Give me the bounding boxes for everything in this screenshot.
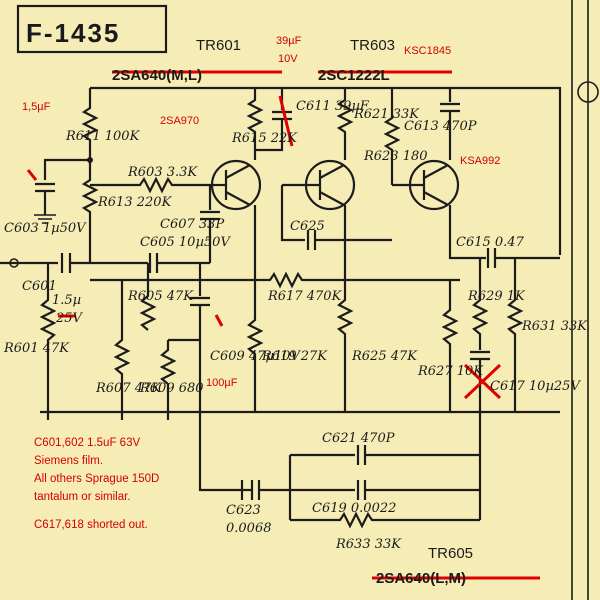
- r609-label: R609 680: [139, 381, 204, 396]
- c609-strike-line: [214, 314, 224, 327]
- tr605-original-part: 2SA640(L,M): [376, 570, 466, 587]
- c615-label: C615 0.47: [456, 235, 525, 250]
- c607-label: C607 33P: [160, 217, 224, 232]
- r617-label: R617 470K: [267, 289, 343, 304]
- tr605-emitter: [423, 191, 449, 206]
- note-spacer: [34, 506, 244, 516]
- c625-wire: [280, 185, 305, 242]
- c603-strike-line: [26, 169, 38, 181]
- r619-label: R619 27K: [261, 349, 328, 364]
- note-line-1: C601,602 1.5uF 63V: [34, 437, 141, 449]
- r611-label: R611 100K: [65, 129, 141, 144]
- r603-label: R603 3.3K: [127, 165, 198, 180]
- c613-label: C613 470P: [404, 119, 477, 134]
- r629-resistor: [471, 258, 489, 350]
- tr603-ref: TR603: [350, 37, 395, 54]
- note-line-4: tantalum or similar.: [34, 491, 131, 503]
- tr601-original-part: 2SA640(M,L): [112, 67, 202, 84]
- r625-label: R625 47K: [351, 349, 418, 364]
- r615-resistor: [246, 88, 264, 160]
- annotation-1-5uf: 1,5µF: [22, 101, 51, 113]
- c605-label: C605 10µ50V: [140, 235, 231, 250]
- c619-label: C619 0.0022: [312, 501, 396, 516]
- c611-wire-2: [255, 119, 284, 152]
- tr603-emitter: [319, 191, 345, 206]
- title-box: [16, 4, 168, 54]
- tr605-collector: [423, 164, 449, 179]
- tr601-emitter: [225, 191, 251, 206]
- r605-label: R605 47K: [127, 289, 194, 304]
- r601-label: R601 47K: [3, 341, 70, 356]
- top-rail-wire: [90, 86, 562, 255]
- input-terminal: [9, 258, 19, 268]
- output-terminal: [577, 81, 599, 103]
- c609-wire-2: [198, 305, 242, 492]
- tr603-substitute-2: KSA992: [460, 155, 500, 167]
- r629-label: R629 1K: [467, 289, 526, 304]
- r615-label: R615 22K: [231, 131, 298, 146]
- r613-label: R613 220K: [97, 195, 173, 210]
- annotation-10v: 10V: [278, 53, 298, 65]
- r607-label: R607 47K: [95, 381, 162, 396]
- c603-wire: [43, 158, 90, 180]
- note-line-5: C617,618 shorted out.: [34, 519, 148, 531]
- c625-label: C625: [290, 219, 325, 234]
- r631-label: R631 33K: [521, 319, 588, 334]
- note-line-3: All others Sprague 150D: [34, 473, 160, 485]
- tr601-substitute: 2SA970: [160, 115, 199, 127]
- r601-resistor: [39, 263, 57, 420]
- c611-strike-line: [278, 95, 294, 147]
- r623-resistor: [383, 88, 401, 185]
- r617-resistor: [90, 271, 460, 289]
- tr603-collector: [319, 164, 345, 179]
- c615-wire: [448, 205, 486, 260]
- tr603-original-part: 2SC1222L: [318, 67, 390, 84]
- ground-symbol: [34, 214, 56, 224]
- c609-label: C609 47µ10V: [210, 349, 301, 364]
- tr605-ref: TR605: [428, 545, 473, 562]
- r625-resistor: [336, 205, 354, 412]
- r627-resistor: [441, 280, 459, 412]
- c621-label: C621 470P: [322, 431, 395, 446]
- feedback-rails: [288, 412, 482, 520]
- c601-label: C601: [22, 279, 57, 294]
- c623-value: 0.0068: [226, 521, 272, 536]
- r623-label: R623 180: [363, 149, 428, 164]
- c617-label: C617 10µ25V: [490, 379, 581, 394]
- c617-cross-line-2: [463, 363, 502, 400]
- note-line-2: Siemens film.: [34, 455, 104, 467]
- tr603-substitute: KSC1845: [404, 45, 451, 57]
- r621-label: R621 33K: [353, 107, 420, 122]
- r621-resistor: [336, 88, 354, 160]
- annotation-39uf: 39µF: [276, 35, 302, 47]
- r603-resistor: [90, 176, 210, 194]
- r609-resistor: [159, 340, 177, 420]
- c611-label: C611 39µF: [296, 99, 370, 114]
- c601-voltage: 25V: [55, 311, 84, 326]
- r627-label: R627 10K: [417, 364, 484, 379]
- c603-label: C603 1µ50V: [4, 221, 87, 236]
- r631-resistor: [506, 258, 524, 412]
- r633-resistor: [290, 511, 480, 529]
- c601-value: 1.5µ: [52, 293, 81, 308]
- r613-resistor: [81, 160, 99, 263]
- annotation-100uf: 100µF: [206, 377, 238, 389]
- tr601-collector: [225, 164, 251, 179]
- notes-block: C601,602 1.5uF 63V Siemens film. All oth…: [34, 434, 244, 534]
- r633-label: R633 33K: [335, 537, 402, 552]
- schematic-title: F-1435: [26, 18, 120, 48]
- r619-resistor: [246, 205, 264, 412]
- r611-resistor: [81, 88, 99, 160]
- c623-label: C623: [226, 503, 261, 518]
- r607-resistor: [113, 280, 131, 420]
- r605-resistor: [139, 263, 157, 331]
- tr601-ref: TR601: [196, 37, 241, 54]
